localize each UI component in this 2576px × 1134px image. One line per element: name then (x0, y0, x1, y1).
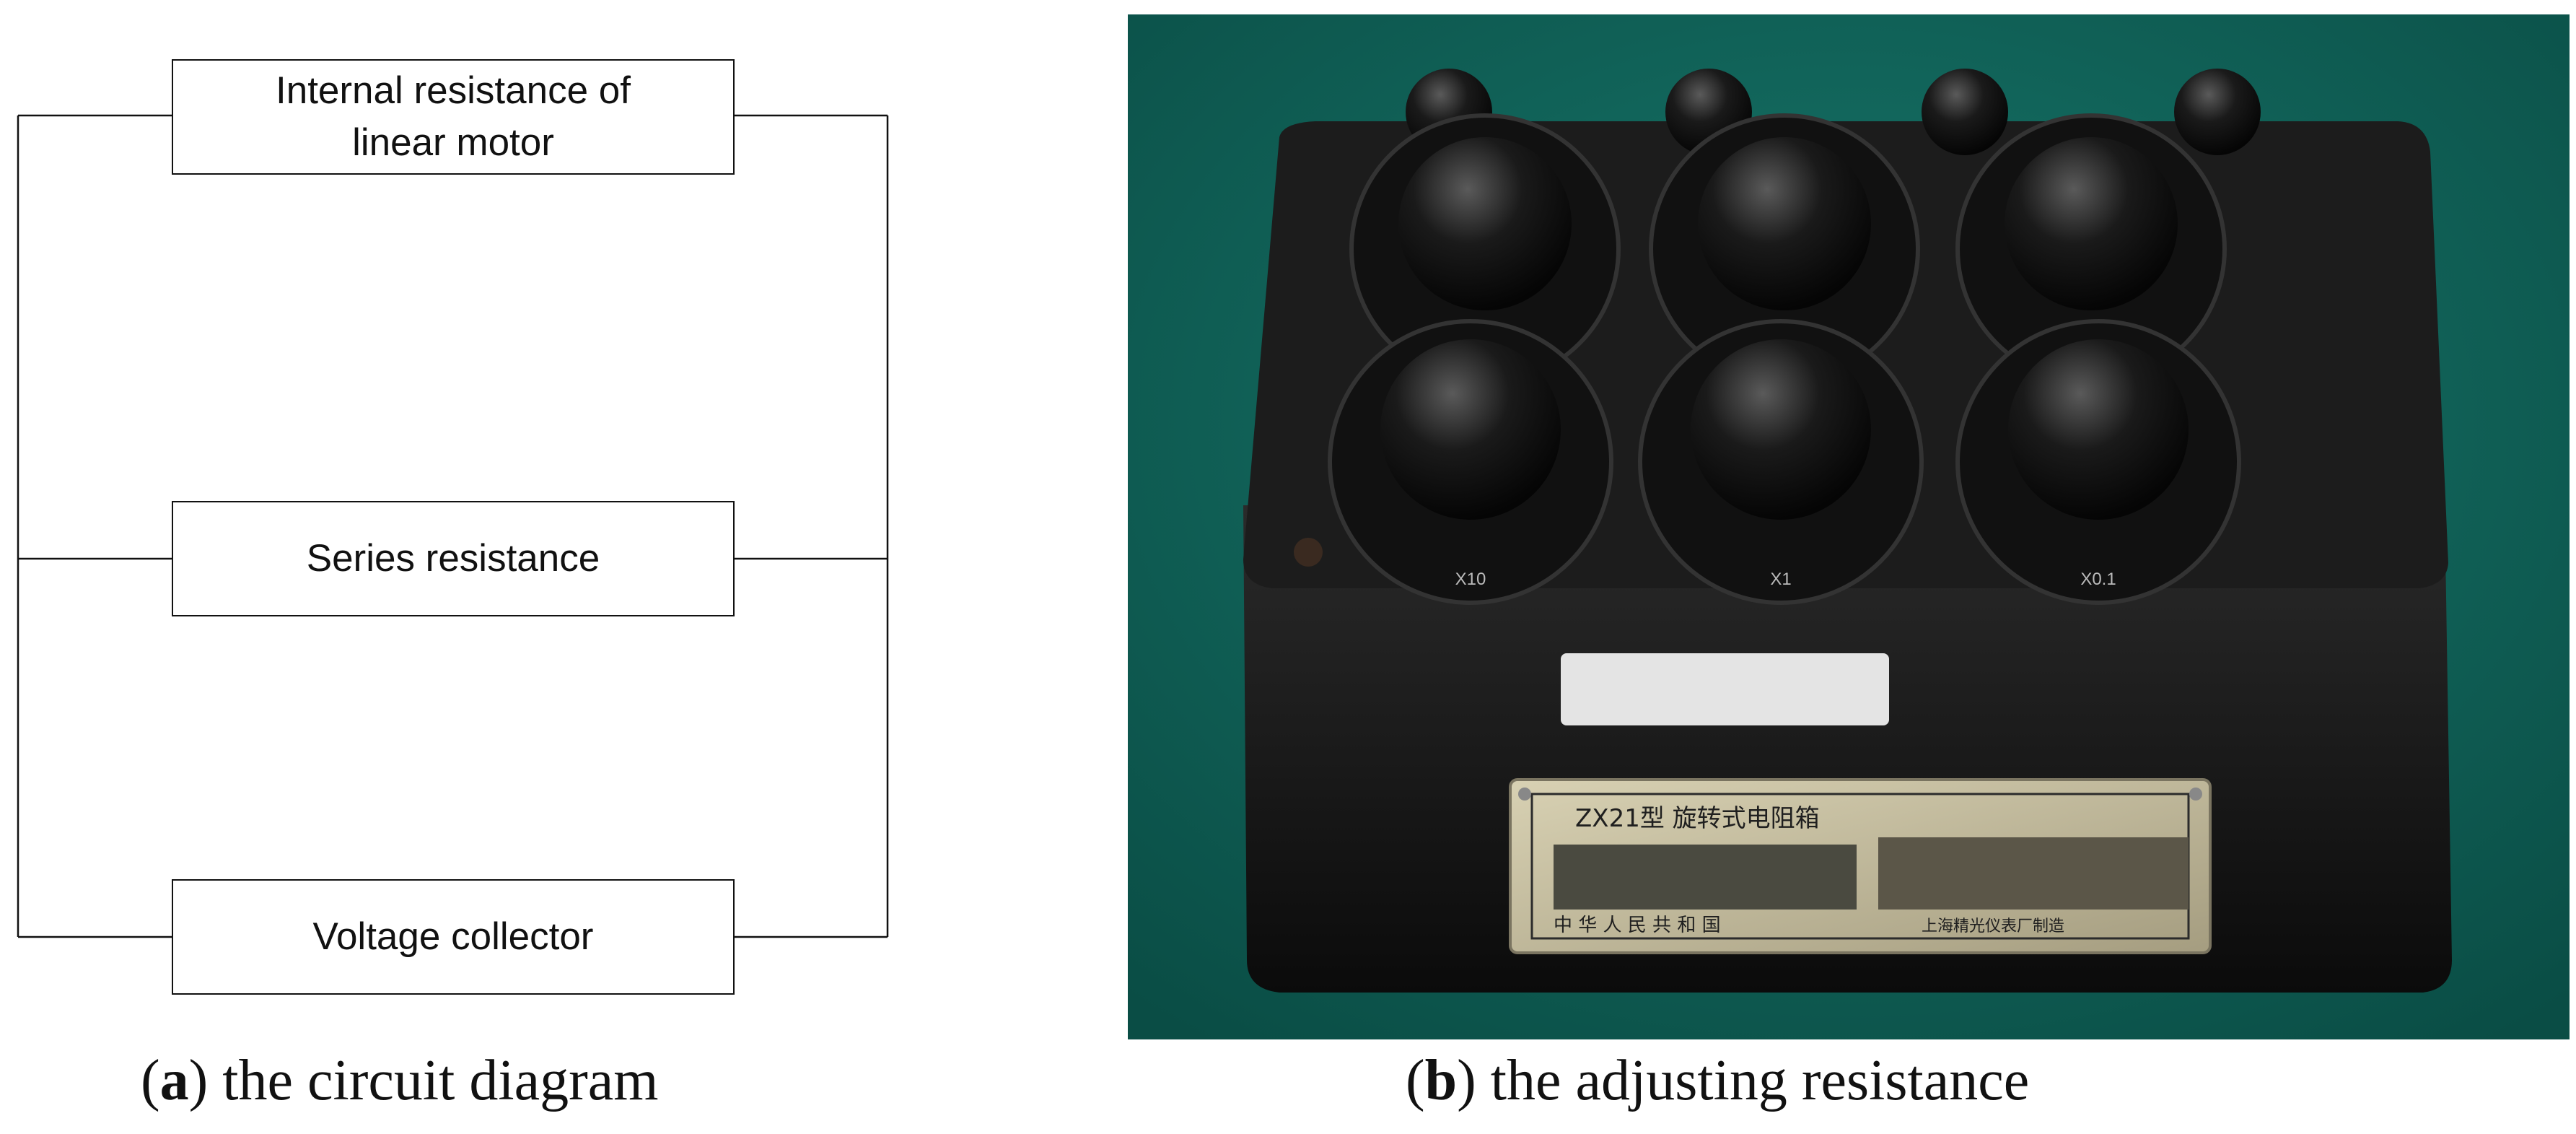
caption-b-close: ) (1457, 1049, 1476, 1112)
dial-multiplier-x01: X0.1 (2080, 570, 2116, 589)
circuit-diagram-panel: Internal resistance of linear motor Seri… (0, 0, 909, 1134)
resistance-box-photo: X10 X1 X0.1 ZX21型 旋转式电阻箱 中 华 人 民 共 和 国 上… (1128, 14, 2570, 1039)
series-resistance-label: Series resistance (306, 537, 600, 580)
nameplate-screw-left (1518, 788, 1531, 801)
caption-a: (a) the circuit diagram (141, 1048, 658, 1114)
dial-knob-2 (1698, 137, 1871, 310)
circuit-wires (17, 114, 889, 938)
dial-multiplier-x1: X1 (1770, 570, 1791, 589)
dial-multiplier-x10: X10 (1455, 570, 1486, 589)
dial-knob-6 (2008, 339, 2189, 520)
caption-b-open: ( (1406, 1049, 1425, 1112)
dial-knob-3 (2005, 137, 2178, 310)
resistance-box-illustration: X10 X1 X0.1 ZX21型 旋转式电阻箱 中 华 人 民 共 和 国 上… (1128, 14, 2570, 1039)
caption-b-letter: b (1424, 1049, 1458, 1112)
caption-b: (b) the adjusting resistance (1406, 1048, 2029, 1114)
caption-a-letter: a (159, 1049, 189, 1112)
series-resistance-box: Series resistance (172, 501, 735, 616)
small-knob-3 (1922, 69, 2008, 155)
screw-hole (1294, 538, 1323, 567)
caption-a-text: the circuit diagram (208, 1049, 659, 1112)
paper-sticker (1561, 653, 1889, 725)
voltage-collector-box: Voltage collector (172, 879, 735, 995)
small-knob-4 (2174, 69, 2261, 155)
dial-knob-1 (1398, 137, 1572, 310)
dials-row-1 (1349, 113, 2227, 385)
nameplate-footer-left: 中 华 人 民 共 和 国 (1554, 915, 1721, 936)
internal-resistance-label-line1: Internal resistance of (276, 69, 631, 112)
internal-resistance-label-line2: linear motor (352, 121, 554, 164)
nameplate-footer-right: 上海精光仪表厂制造 (1922, 917, 2064, 935)
voltage-collector-label: Voltage collector (312, 915, 594, 958)
nameplate-screw-right (2189, 788, 2202, 801)
caption-b-text: the adjusting resistance (1476, 1049, 2030, 1112)
internal-resistance-box: Internal resistance of linear motor (172, 59, 735, 175)
dial-knob-5 (1691, 339, 1871, 520)
caption-a-close: ) (188, 1049, 209, 1112)
caption-a-open: ( (141, 1049, 160, 1112)
dials-row-2 (1328, 319, 2241, 605)
nameplate-title: ZX21型 旋转式电阻箱 (1575, 804, 1820, 833)
dial-knob-4 (1380, 339, 1561, 520)
